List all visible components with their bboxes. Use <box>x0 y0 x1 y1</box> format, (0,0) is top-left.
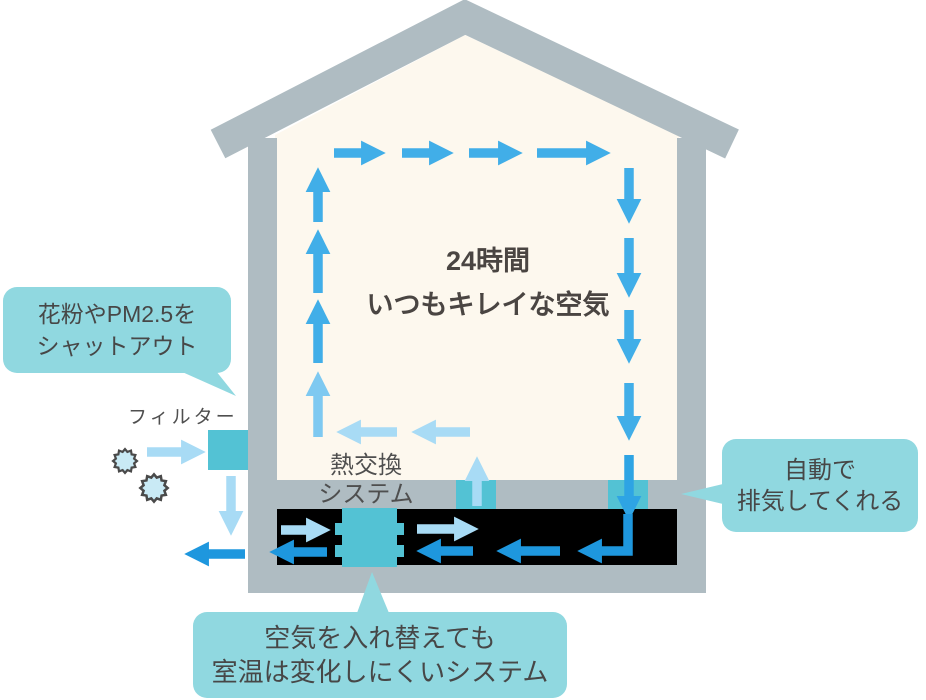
pollen-particle-icon <box>111 447 139 475</box>
temperature-bubble-line-2: 室温は変化しにくいシステム <box>211 657 549 687</box>
page-title: 24時間 いつもキレイな空気 <box>323 239 653 327</box>
temperature-bubble-line-1: 空気を入れ替えても <box>264 623 496 653</box>
right-wall <box>677 138 706 593</box>
title-line-2: いつもキレイな空気 <box>366 290 610 320</box>
pollen-bubble-line-1: 花粉やPM2.5を <box>37 301 197 327</box>
pollen-bubble-tail <box>180 371 236 396</box>
supply-airflow-arrows <box>147 419 490 543</box>
exhaust-bubble-line-2: 排気してくれる <box>736 487 904 515</box>
exhaust-bubble: 自動で 排気してくれる <box>722 439 918 532</box>
heat-exchange-label-line-1: 熱交換 <box>330 452 402 479</box>
heat-exchange-label: 熱交換 システム <box>296 451 436 509</box>
filter-unit <box>208 430 248 470</box>
title-line-1: 24時間 <box>445 246 531 276</box>
pollen-particles <box>111 447 169 503</box>
exhaust-bubble-tail <box>681 484 723 504</box>
filter-label: フィルター <box>128 407 238 428</box>
temperature-bubble-tail <box>357 572 389 613</box>
bubble-tails <box>180 371 723 613</box>
exhaust-bubble-line-1: 自動で <box>784 456 856 484</box>
heat-exchange-label-line-2: システム <box>318 481 414 508</box>
left-wall <box>248 138 277 593</box>
pollen-bubble: 花粉やPM2.5を シャットアウト <box>3 287 231 373</box>
airflow-arrow-icon <box>577 514 633 564</box>
circulation-arrows <box>305 140 642 441</box>
temperature-bubble: 空気を入れ替えても 室温は変化しにくいシステム <box>193 612 567 698</box>
roof <box>210 0 739 159</box>
pollen-particle-icon <box>139 473 169 503</box>
bottom-wall <box>248 565 706 593</box>
exhaust-airflow-arrows <box>184 514 633 567</box>
pollen-bubble-line-2: シャットアウト <box>36 333 198 359</box>
heat-exchange-unit <box>335 508 404 567</box>
